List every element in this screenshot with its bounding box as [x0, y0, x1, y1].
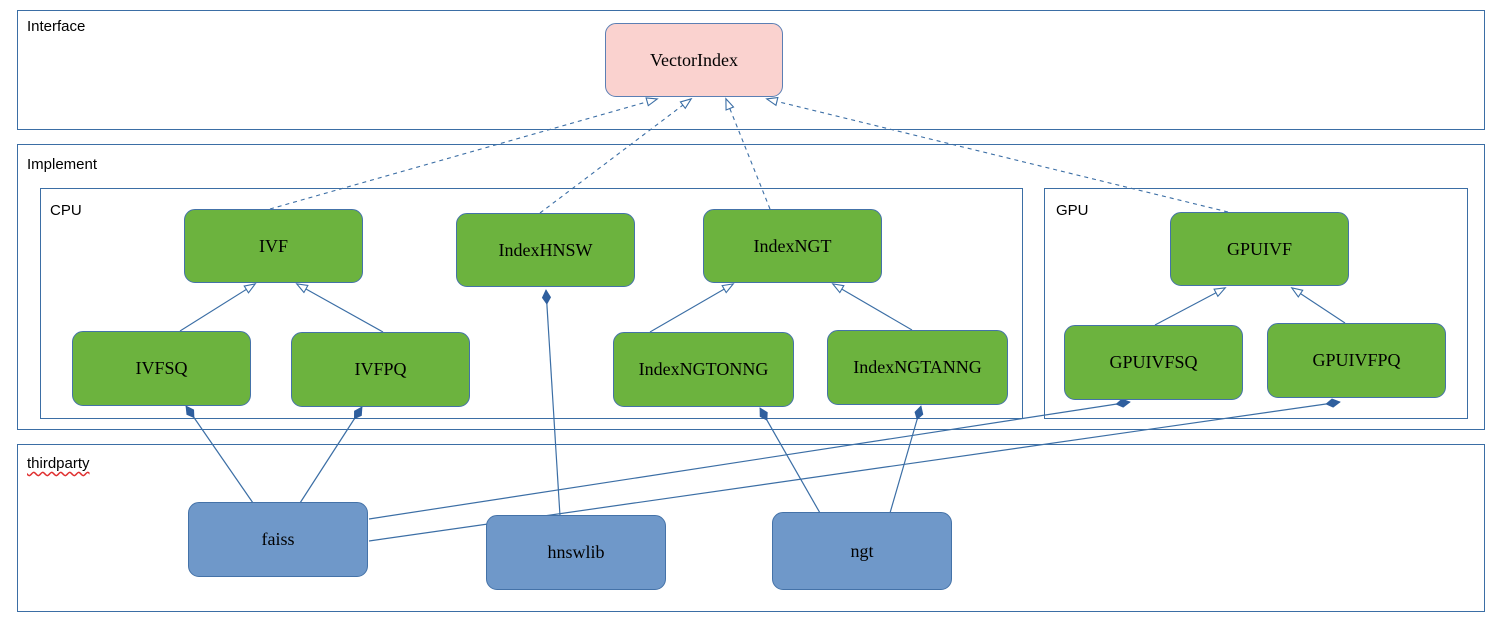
node-label: VectorIndex [650, 49, 738, 70]
node-faiss[interactable]: faiss [188, 502, 368, 577]
node-label: IndexNGT [753, 235, 832, 256]
node-ivf[interactable]: IVF [184, 209, 363, 283]
container-label-interface: Interface [27, 18, 86, 35]
node-gpuivfpq[interactable]: GPUIVFPQ [1267, 323, 1446, 398]
container-label-thirdparty: thirdparty [27, 455, 90, 472]
node-label: IndexNGTONNG [638, 359, 769, 379]
node-label: IVFPQ [354, 359, 407, 379]
node-indexngtonng[interactable]: IndexNGTONNG [613, 332, 794, 407]
node-gpuivf[interactable]: GPUIVF [1170, 212, 1349, 286]
node-label: faiss [261, 529, 295, 549]
node-indexhnsw[interactable]: IndexHNSW [456, 213, 635, 287]
node-label: GPUIVFPQ [1312, 350, 1401, 370]
node-label: IVF [258, 235, 288, 256]
node-ivfpq[interactable]: IVFPQ [291, 332, 470, 407]
node-gpuivfsq[interactable]: GPUIVFSQ [1064, 325, 1243, 400]
node-label: IndexHNSW [498, 239, 593, 260]
node-label: hnswlib [547, 542, 605, 562]
node-indexngtanng[interactable]: IndexNGTANNG [827, 330, 1008, 405]
node-label: GPUIVF [1226, 238, 1292, 259]
node-vectorindex[interactable]: VectorIndex [605, 23, 783, 97]
container-label-implement: Implement [27, 156, 98, 173]
container-label-cpu: CPU [50, 202, 82, 219]
node-label: IndexNGTANNG [853, 357, 982, 377]
container-label-gpu: GPU [1056, 202, 1089, 219]
node-label: ngt [850, 540, 874, 561]
node-indexngt[interactable]: IndexNGT [703, 209, 882, 283]
node-ngt[interactable]: ngt [772, 512, 952, 590]
node-hnswlib[interactable]: hnswlib [486, 515, 666, 590]
node-ivfsq[interactable]: IVFSQ [72, 331, 251, 406]
node-label: IVFSQ [135, 358, 188, 378]
node-label: GPUIVFSQ [1109, 352, 1198, 372]
